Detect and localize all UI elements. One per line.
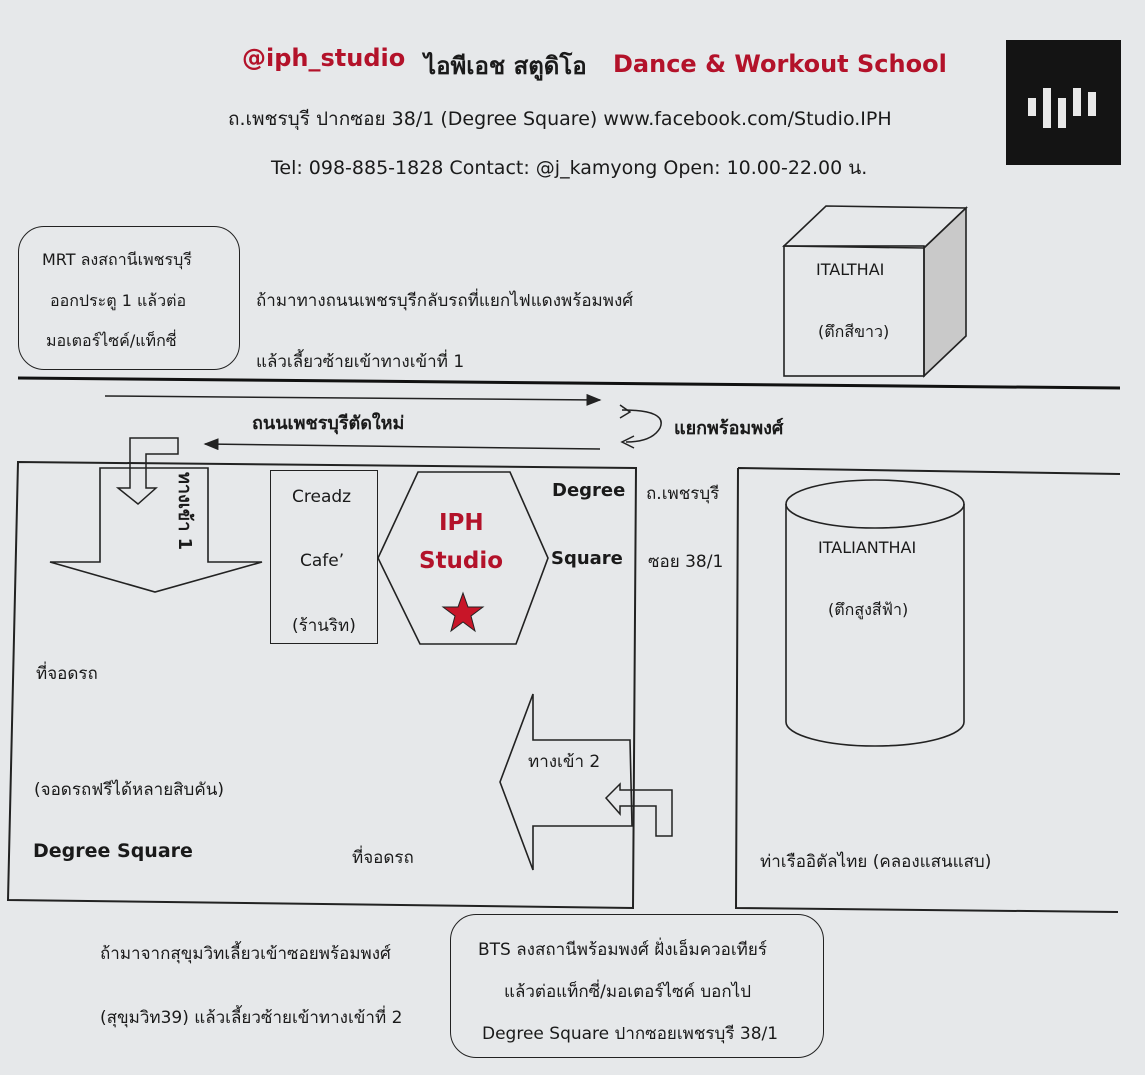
note-top-line-1: ถ้ามาทางถนนเพชรบุรีกลับรถที่แยกไฟแดงพร้อ…	[256, 291, 634, 311]
road-edge-top	[17, 376, 1121, 390]
creadz-cafe-box	[270, 470, 378, 644]
parking-label-1: ที่จอดรถ	[36, 664, 98, 684]
junction-name: แยกพร้อมพงศ์	[674, 418, 784, 439]
studio-name-en: @iph_studio	[242, 44, 406, 72]
soi-line-1: ถ.เพชรบุรี	[646, 484, 720, 504]
pier-label: ท่าเรืออิตัลไทย (คลองแสนแสบ)	[760, 852, 992, 872]
creadz-line-3: (ร้านริท)	[292, 616, 356, 636]
italianthai-cylinder	[785, 504, 965, 747]
italthai-name: ITALTHAI	[816, 260, 885, 279]
studio-name-th: ไอพีเอช สตูดิโอ	[424, 52, 587, 80]
turn-arrow-2-icon	[604, 782, 673, 837]
italianthai-block	[734, 467, 1121, 913]
studio-tagline: Dance & Workout School	[613, 50, 947, 78]
turn-arrow-1-icon	[115, 437, 179, 505]
traffic-arrow-west	[203, 438, 601, 451]
italthai-cube-front	[783, 245, 925, 377]
degree-label-2: Square	[551, 548, 623, 569]
iph-label-2: Studio	[419, 548, 504, 574]
note-bottom-line-1: ถ้ามาจากสุขุมวิทเลี้ยวเข้าซอยพร้อมพงศ์	[100, 944, 391, 964]
road-name: ถนนเพชรบุรีตัดใหม่	[252, 413, 405, 434]
degree-label-1: Degree	[552, 480, 626, 501]
entrance-2-label: ทางเข้า 2	[528, 752, 601, 772]
creadz-line-2: Cafe’	[300, 551, 345, 571]
bts-info-box	[450, 914, 824, 1058]
degree-square-block	[6, 460, 638, 910]
mrt-line-1: MRT ลงสถานีเพชรบุรี	[42, 250, 192, 269]
italianthai-desc: (ตึกสูงสีฟ้า)	[828, 600, 909, 619]
parking-label-2: ที่จอดรถ	[352, 848, 414, 868]
mrt-info-box	[18, 226, 240, 370]
parking-free-note: (จอดรถฟรีได้หลายสิบคัน)	[34, 780, 224, 800]
traffic-arrow-east	[104, 393, 602, 406]
italthai-cube-side	[923, 206, 967, 378]
italthai-desc: (ตึกสีขาว)	[818, 322, 890, 341]
bts-line-1: BTS ลงสถานีพร้อมพงศ์ ฝั่งเอ็มควอเทียร์	[478, 940, 767, 960]
entrance-1-label: ทางเข้า 1	[174, 472, 195, 551]
entrance-2-arrow-icon	[499, 693, 633, 871]
iph-hexagon	[377, 471, 549, 645]
italianthai-name: ITALIANTHAI	[818, 538, 917, 557]
studio-address: ถ.เพชรบุรี ปากซอย 38/1 (Degree Square) w…	[228, 108, 892, 130]
bts-line-3: Degree Square ปากซอยเพชรบุรี 38/1	[482, 1024, 779, 1044]
iph-logo-icon	[1006, 40, 1121, 165]
u-turn-arrow-icon	[621, 409, 662, 443]
iph-label-1: IPH	[439, 510, 484, 536]
entrance-1-arrow-icon	[49, 467, 263, 593]
soi-line-2: ซอย 38/1	[648, 552, 724, 572]
mrt-line-2: ออกประตู 1 แล้วต่อ	[50, 291, 187, 310]
studio-contact: Tel: 098-885-1828 Contact: @j_kamyong Op…	[271, 157, 868, 179]
degree-square-label: Degree Square	[33, 840, 193, 862]
note-bottom-line-2: (สุขุมวิท39) แล้วเลี้ยวซ้ายเข้าทางเข้าที…	[100, 1008, 403, 1028]
bts-line-2: แล้วต่อแท็กซี่/มอเตอร์ไซค์ บอกไป	[504, 982, 751, 1002]
note-top-line-2: แล้วเลี้ยวซ้ายเข้าทางเข้าที่ 1	[256, 352, 465, 372]
mrt-line-3: มอเตอร์ไซค์/แท็กซี่	[46, 331, 177, 350]
location-star-icon	[441, 591, 485, 633]
creadz-line-1: Creadz	[292, 487, 352, 507]
